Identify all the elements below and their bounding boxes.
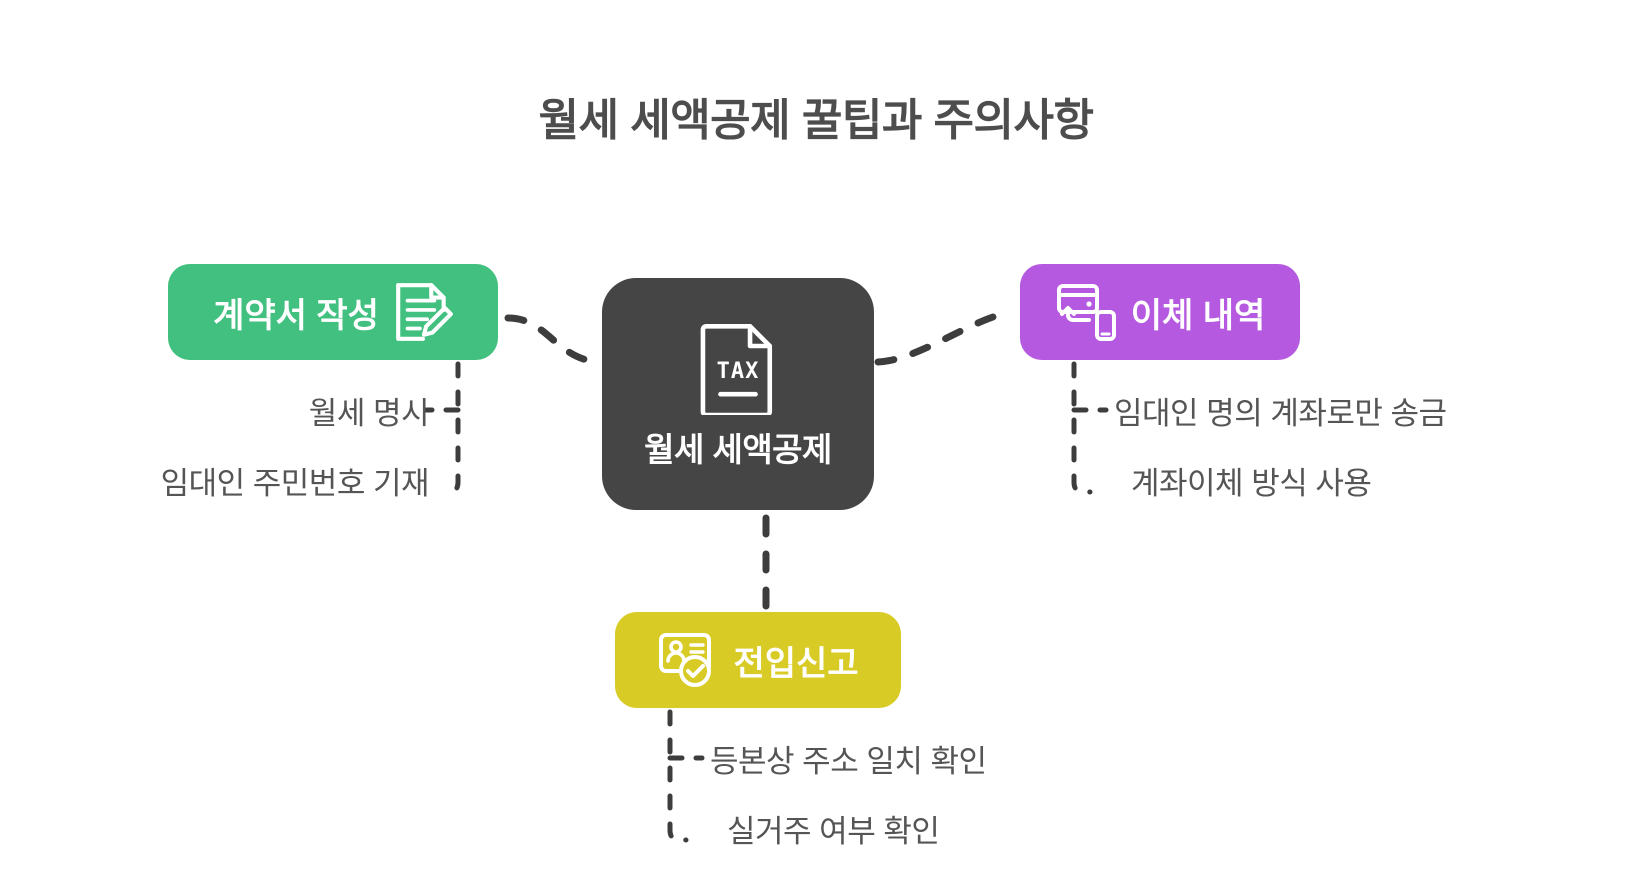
page-title: 월세 세액공제 꿀팁과 주의사항 [538,96,1094,145]
branch-connector-movein [667,709,689,843]
document-pencil-icon [396,283,453,341]
branch-item-contract-1: 임대인 주민번호 기재 [160,466,430,501]
tax-document-icon: TAX [700,323,773,415]
connector-center-contract [504,314,604,366]
id-card-check-icon [659,633,712,687]
center-node[interactable]: TAX 월세 세액공제 [602,278,874,510]
branch-item-movein-1: 실거주 여부 확인 [727,814,940,849]
branch-node-contract[interactable]: 계약서 작성 [168,264,498,360]
center-node-label: 월세 세액공제 [644,431,832,468]
branch-item-transfer-0: 임대인 명의 계좌로만 송금 [1114,396,1447,431]
branch-item-transfer-1: 계좌이체 방식 사용 [1131,466,1372,501]
branch-node-movein[interactable]: 전입신고 [615,612,901,708]
connector-center-transfer [874,308,1016,366]
branch-node-movein-label: 전입신고 [733,644,859,683]
branch-item-movein-0: 등본상 주소 일치 확인 [710,744,987,779]
branch-node-contract-label: 계약서 작성 [213,296,379,335]
card-to-phone-transfer-icon [1056,284,1116,341]
branch-item-contract-0: 월세 명시 [308,396,430,431]
branch-node-transfer[interactable]: 이체 내역 [1020,264,1300,360]
branch-connector-transfer [1071,361,1093,495]
svg-text:TAX: TAX [717,359,760,384]
branch-connector-contract [441,361,461,495]
branch-node-transfer-label: 이체 내역 [1130,296,1266,335]
